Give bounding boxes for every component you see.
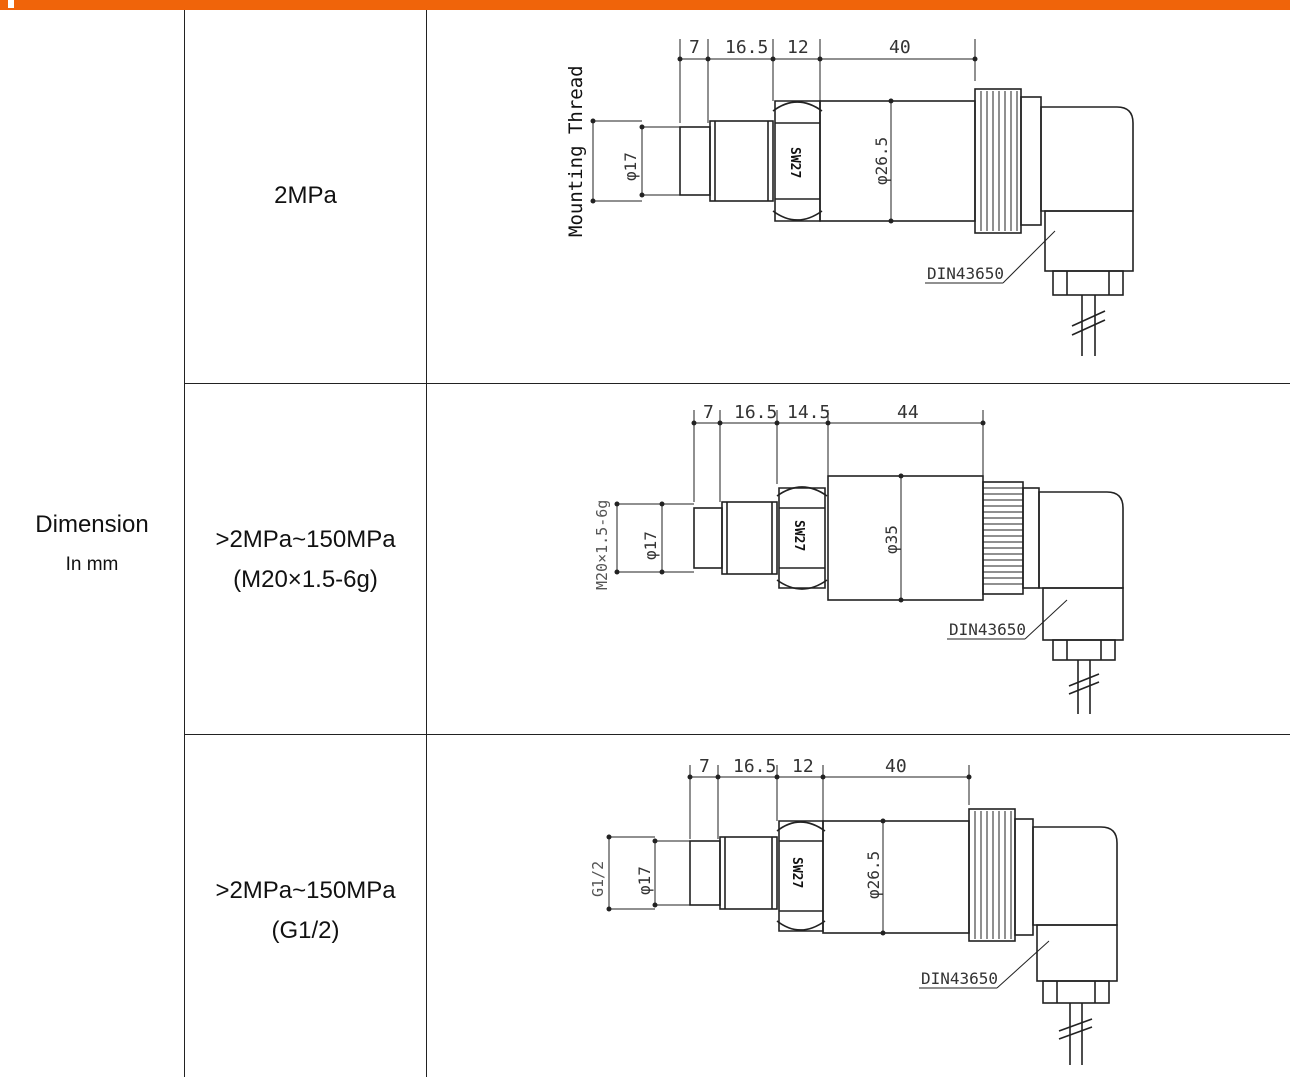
inner-diameter: φ17 bbox=[635, 866, 654, 895]
table-divider bbox=[184, 734, 1290, 735]
row-header-cell: Dimension In mm bbox=[0, 505, 184, 585]
range-cell: >2MPa~150MPa (G1/2) bbox=[185, 871, 426, 951]
body-diameter: φ26.5 bbox=[864, 851, 883, 899]
hex-size: SW27 bbox=[789, 857, 804, 888]
range-cell: 2MPa bbox=[185, 176, 426, 216]
dim-label: 44 bbox=[897, 402, 919, 423]
hex-size: SW27 bbox=[787, 147, 802, 178]
hex-size: SW27 bbox=[791, 520, 806, 551]
dim-label: 16.5 bbox=[733, 756, 776, 777]
body-diameter: φ26.5 bbox=[872, 137, 891, 185]
dim-label: 7 bbox=[703, 402, 714, 423]
section-header-bar bbox=[0, 0, 1290, 10]
table-divider bbox=[184, 383, 1290, 384]
inner-diameter: φ17 bbox=[641, 531, 660, 560]
table-divider bbox=[426, 10, 427, 1077]
unit-label: In mm bbox=[65, 554, 119, 575]
pressure-range: >2MPa~150MPa bbox=[215, 526, 396, 553]
table-divider bbox=[184, 10, 185, 1077]
pressure-range: 2MPa bbox=[274, 182, 337, 209]
dimension-drawing: 7 16.5 12 40 Mounting Thread φ17 φ26.5 S… bbox=[565, 37, 1134, 356]
dimension-drawing: 7 16.5 12 40 G1/2 φ17 φ26.5 SW27 DIN4365… bbox=[589, 756, 1118, 1065]
thread-spec: (M20×1.5-6g) bbox=[233, 566, 378, 593]
inner-diameter: φ17 bbox=[621, 152, 640, 181]
connector-label: DIN43650 bbox=[927, 264, 1004, 283]
range-cell: >2MPa~150MPa (M20×1.5-6g) bbox=[185, 520, 426, 600]
dim-label: 40 bbox=[889, 37, 911, 58]
side-label: M20×1.5-6g bbox=[593, 500, 611, 590]
pressure-range: >2MPa~150MPa bbox=[215, 877, 396, 904]
body-diameter: φ35 bbox=[882, 525, 901, 554]
dim-label: 7 bbox=[689, 37, 700, 58]
dim-label: 12 bbox=[792, 756, 814, 777]
section-header-mark bbox=[8, 0, 14, 8]
dim-label: 14.5 bbox=[787, 402, 830, 423]
thread-spec: (G1/2) bbox=[271, 917, 340, 944]
connector-label: DIN43650 bbox=[921, 969, 998, 988]
dimension-label: Dimension bbox=[35, 511, 149, 538]
dim-label: 7 bbox=[699, 756, 710, 777]
dim-label: 12 bbox=[787, 37, 809, 58]
connector-label: DIN43650 bbox=[949, 620, 1026, 639]
side-label: Mounting Thread bbox=[565, 65, 587, 237]
side-label: G1/2 bbox=[589, 861, 607, 897]
dim-label: 16.5 bbox=[725, 37, 768, 58]
dimension-drawing: 7 16.5 14.5 44 M20×1.5-6g φ17 φ35 SW27 D… bbox=[593, 402, 1124, 714]
dim-label: 40 bbox=[885, 756, 907, 777]
dim-label: 16.5 bbox=[734, 402, 777, 423]
